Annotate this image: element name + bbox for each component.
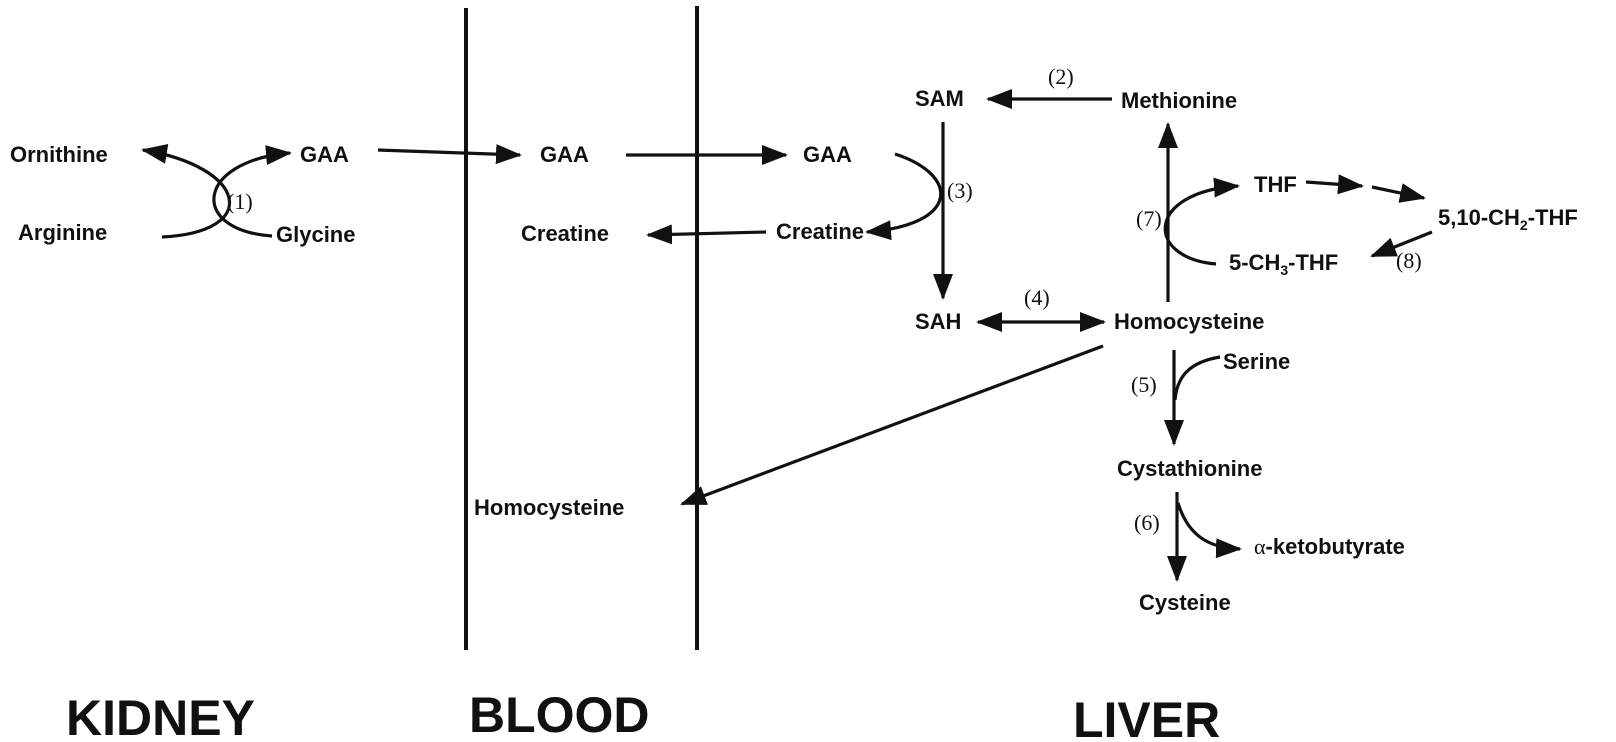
cystathionine-to-ketobutyrate-curve-arrow xyxy=(1176,502,1242,559)
step-5-label: (5) xyxy=(1131,372,1157,397)
kidney-gaa-label: GAA xyxy=(300,142,349,167)
sam-label: SAM xyxy=(915,86,964,111)
blood-homocysteine-label: Homocysteine xyxy=(474,495,624,520)
step-6-label: (6) xyxy=(1134,510,1160,535)
serine-join-curve xyxy=(1173,355,1221,401)
thf-label: THF xyxy=(1254,172,1297,197)
blood-creatine-label: Creatine xyxy=(521,221,609,246)
liver-homocysteine-label: Homocysteine xyxy=(1114,309,1264,334)
methyl-thf-post: -THF xyxy=(1288,250,1338,275)
methyl-thf-label: 5-CH3-THF xyxy=(1229,250,1338,278)
methylene-thf-label: 5,10-CH2-THF xyxy=(1438,205,1578,233)
methyl-thf-sub: 3 xyxy=(1280,262,1288,278)
arginine-label: Arginine xyxy=(18,220,107,245)
ketobutyrate-label: α-ketobutyrate xyxy=(1254,534,1405,559)
step-4-label: (4) xyxy=(1024,285,1050,310)
methylene-thf-pre: 5,10-CH xyxy=(1438,205,1520,230)
homocysteine-liver-to-blood-arrow xyxy=(680,344,1104,506)
alpha-symbol: α xyxy=(1254,534,1266,559)
liver-region-title: LIVER xyxy=(1073,692,1220,742)
creatine-liver-to-blood-arrow xyxy=(646,224,767,245)
glycine-label: Glycine xyxy=(276,222,355,247)
cysteine-label: Cysteine xyxy=(1139,590,1231,615)
kidney-region-title: KIDNEY xyxy=(66,690,255,742)
thf-to-methylene-thf-arrow-a xyxy=(1305,174,1364,195)
gaa-kidney-to-blood-arrow xyxy=(377,144,522,165)
liver-gaa-label: GAA xyxy=(803,142,852,167)
methyl-thf-to-thf-curve-arrow xyxy=(1163,177,1240,266)
step-3-label: (3) xyxy=(947,178,973,203)
sah-label: SAH xyxy=(915,309,961,334)
methylene-thf-sub: 2 xyxy=(1520,217,1528,233)
step-2-label: (2) xyxy=(1048,64,1074,89)
methionine-label: Methionine xyxy=(1121,88,1237,113)
step-8-label: (8) xyxy=(1396,248,1422,273)
serine-label: Serine xyxy=(1223,349,1290,374)
arginine-to-ornithine-arrow xyxy=(141,144,232,239)
ketobutyrate-text: -ketobutyrate xyxy=(1266,534,1405,559)
methylene-to-methyl-thf-arrow xyxy=(1370,230,1433,258)
methyl-thf-pre: 5-CH xyxy=(1229,250,1280,275)
ornithine-label: Ornithine xyxy=(10,142,108,167)
liver-creatine-label: Creatine xyxy=(776,219,864,244)
gaa-to-creatine-curve-arrow xyxy=(865,152,943,241)
blood-gaa-label: GAA xyxy=(540,142,589,167)
blood-region-title: BLOOD xyxy=(469,687,650,742)
glycine-to-gaa-arrow xyxy=(212,145,292,238)
step-7-label: (7) xyxy=(1136,206,1162,231)
step-1-label: (1) xyxy=(227,189,253,214)
thf-to-methylene-thf-arrow-b xyxy=(1371,183,1426,203)
cystathionine-label: Cystathionine xyxy=(1117,456,1262,481)
methylene-thf-post: -THF xyxy=(1528,205,1578,230)
